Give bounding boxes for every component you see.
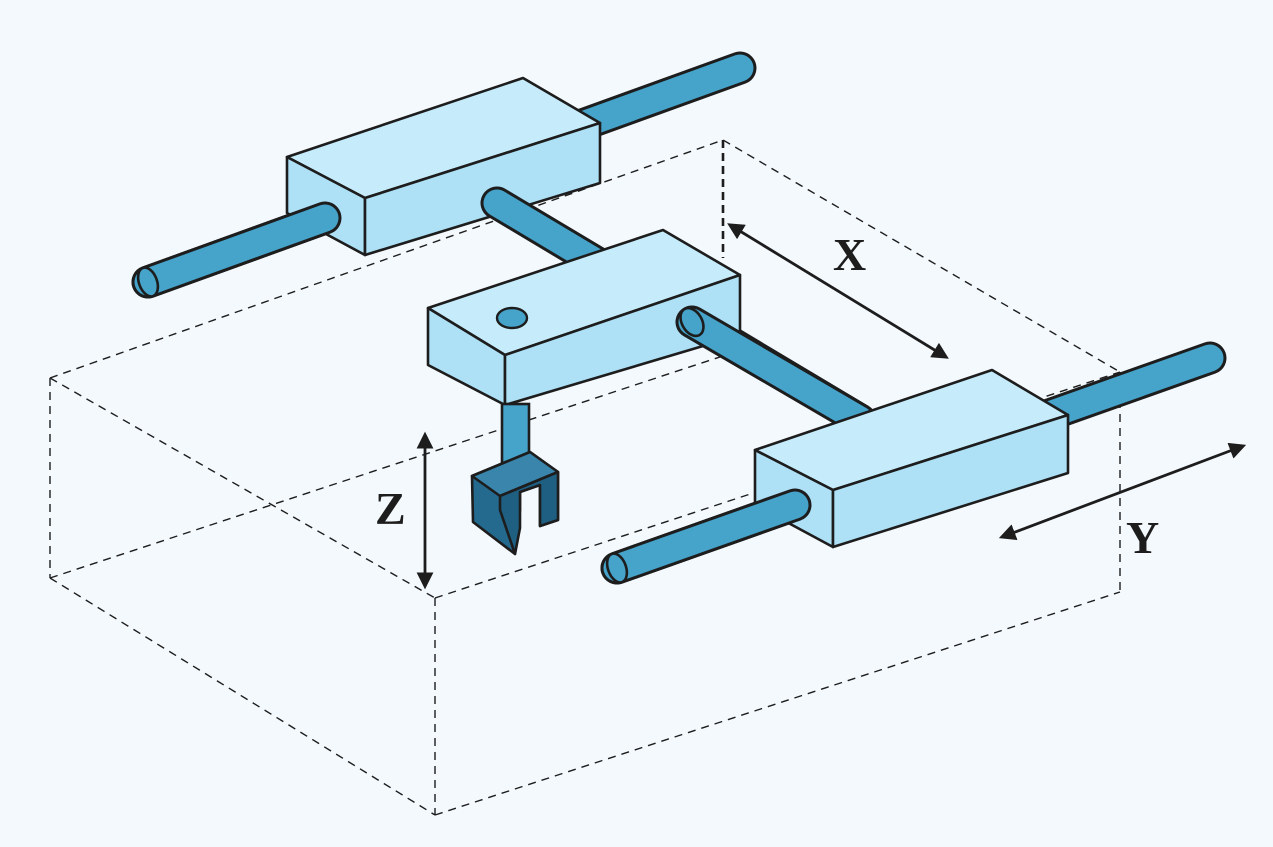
back-rail-near-segment [131, 201, 342, 299]
back-carriage-block [285, 76, 602, 257]
cross-beam-front-segment [675, 305, 877, 437]
x-axis-label: X [833, 229, 866, 280]
work-envelope-box [49, 139, 1121, 816]
x-axis-double-arrow-icon [727, 223, 949, 359]
gripper-icon [470, 450, 560, 556]
y-axis-label: Y [1126, 512, 1159, 563]
y-axis-double-arrow-icon [998, 442, 1247, 541]
mount-hole-icon [495, 306, 529, 330]
z-axis-label: Z [375, 483, 406, 534]
front-rail-near-segment [600, 488, 812, 585]
